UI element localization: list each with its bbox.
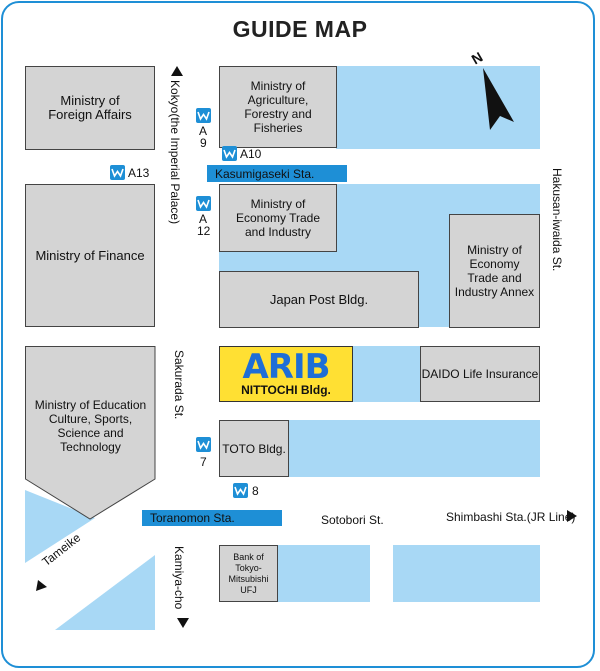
water-area-left <box>25 490 95 563</box>
exit-a10-metro-icon <box>222 146 237 161</box>
shimbashi-station-label: Shimbashi Sta.(JR Line) <box>446 510 576 524</box>
ministry-education-label: Ministry of Education Culture, Sports, S… <box>34 398 147 454</box>
water-area-top <box>336 66 540 149</box>
exit-a12-number: 12 <box>197 224 211 238</box>
north-arrow-icon <box>483 68 514 130</box>
daido-life-insurance: DAIDO Life Insurance <box>420 346 540 402</box>
exit-7-number: 7 <box>200 455 207 469</box>
water-area-mid-right <box>449 184 540 214</box>
toto-bldg: TOTO Bldg. <box>219 420 289 477</box>
water-area-arib-right <box>353 346 420 402</box>
japan-post-bldg: Japan Post Bldg. <box>219 271 419 328</box>
sakurada-street-label: Sakurada St. <box>172 350 186 420</box>
exit-a13-metro-icon <box>110 165 125 180</box>
exit-7-metro-icon <box>196 437 211 452</box>
arib-nittochi-bldg: ARIB NITTOCHI Bldg. <box>219 346 353 402</box>
hakusan-street-label: Hakusan-iwaida St. <box>550 168 564 272</box>
exit-a9-letter: A <box>199 124 208 138</box>
exit-8-metro-icon <box>233 483 248 498</box>
ministry-education-shape <box>25 346 156 520</box>
water-area-post-gap <box>419 252 449 327</box>
bank-tokyo-mitsubishi: Bank of Tokyo-Mitsubishi UFJ <box>219 545 278 602</box>
kokyo-street-label: Kokyo(the Imperial Palace) <box>168 80 182 225</box>
map-title: GUIDE MAP <box>232 16 368 42</box>
toranomon-station: Toranomon Sta. <box>142 510 282 526</box>
exit-a9-number: 9 <box>200 136 207 150</box>
water-area-bottom-right <box>393 545 540 602</box>
sotobori-street-label: Sotobori St. <box>321 513 384 527</box>
ministry-agriculture: Ministry of Agriculture, Forestry and Fi… <box>219 66 337 148</box>
water-area-toto-right <box>289 420 540 477</box>
exit-a10-label: A10 <box>240 147 262 161</box>
water-area-bottom-left <box>55 555 155 630</box>
arib-subtitle: NITTOCHI Bldg. <box>241 383 331 397</box>
exit-a12-letter: A <box>199 212 208 226</box>
exit-8-number: 8 <box>252 484 259 498</box>
ministry-economy-annex: Ministry of Economy Trade and Industry A… <box>449 214 540 328</box>
kasumigaseki-station: Kasumigaseki Sta. <box>207 165 347 182</box>
tameike-arrow-icon <box>36 580 47 591</box>
ministry-economy-trade: Ministry of Economy Trade and Industry <box>219 184 337 252</box>
ministry-foreign-affairs: Ministry of Foreign Affairs <box>25 66 155 150</box>
exit-a12-metro-icon <box>196 196 211 211</box>
kamiya-cho-arrow-down-icon <box>177 618 189 628</box>
kokyo-arrow-up-icon <box>171 66 183 76</box>
ministry-finance: Ministry of Finance <box>25 184 155 327</box>
water-area-bank-right <box>278 545 370 602</box>
arib-logo: ARIB <box>242 347 330 387</box>
exit-a13-label: A13 <box>128 166 150 180</box>
exit-a9-metro-icon <box>196 108 211 123</box>
shimbashi-arrow-right-icon <box>567 510 577 522</box>
kamiya-cho-street-label: Kamiya-cho <box>172 546 186 610</box>
